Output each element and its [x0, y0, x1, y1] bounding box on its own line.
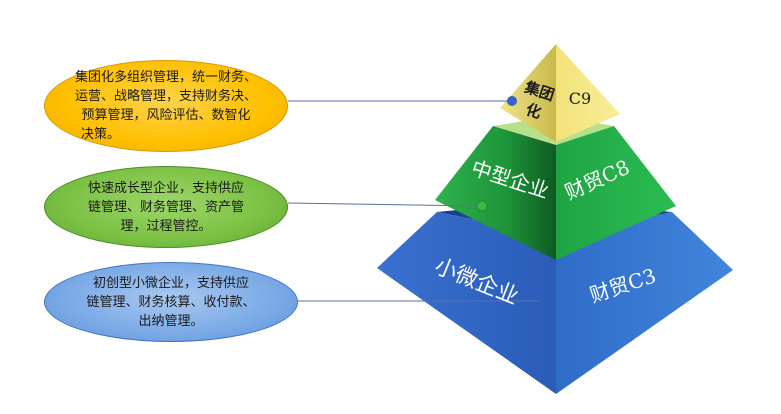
top-tier-left-label-2: 化	[524, 100, 544, 122]
description-line: 快速成长型企业，支持供应	[87, 180, 244, 196]
middle-tier-right-face	[556, 126, 676, 260]
middle-tier-left-face	[435, 126, 556, 260]
description-line: 理，过程管控。	[120, 218, 212, 234]
description-line: 预算管理，风险评估、数智化	[81, 108, 251, 123]
description-line: 集团化多组织管理，统一财务、	[74, 70, 257, 85]
connector-dot-middle	[476, 200, 488, 212]
description-line: 链管理、财务核算、收付款、	[86, 294, 256, 310]
description-text-bottom: 初创型小微企业，支持供应 链管理、财务核算、收付款、 出纳管理。	[64, 274, 277, 331]
connector-dot-top	[507, 96, 517, 106]
description-bubble-top: 集团化多组织管理，统一财务、 运营、战略管理，支持财务决、 预算管理，风险评估、…	[44, 60, 288, 152]
description-line: 链管理、财务管理、资产管	[87, 199, 244, 215]
bottom-tier-left-face	[377, 212, 556, 394]
bottom-tier-right-face	[556, 212, 733, 394]
description-bubble-bottom: 初创型小微企业，支持供应 链管理、财务核算、收付款、 出纳管理。	[44, 262, 298, 342]
description-line: 出纳管理。	[138, 313, 204, 329]
top-tier-left-face	[500, 44, 556, 142]
description-text-top: 集团化多组织管理，统一财务、 运营、战略管理，支持财务决、 预算管理，风险评估、…	[57, 68, 275, 144]
description-text-middle: 快速成长型企业，支持供应 链管理、财务管理、资产管 理，过程管控。	[66, 179, 266, 236]
connector-line-middle	[287, 202, 483, 207]
description-line: 运营、战略管理，支持财务决、	[74, 89, 257, 104]
top-tier-right-face	[556, 44, 620, 142]
description-bubble-middle: 快速成长型企业，支持供应 链管理、财务管理、资产管 理，过程管控。	[44, 166, 288, 248]
top-tier-right-label: C9	[569, 89, 591, 108]
description-line: 初创型小微企业，支持供应	[92, 275, 249, 291]
description-line: 决策。	[80, 127, 120, 142]
